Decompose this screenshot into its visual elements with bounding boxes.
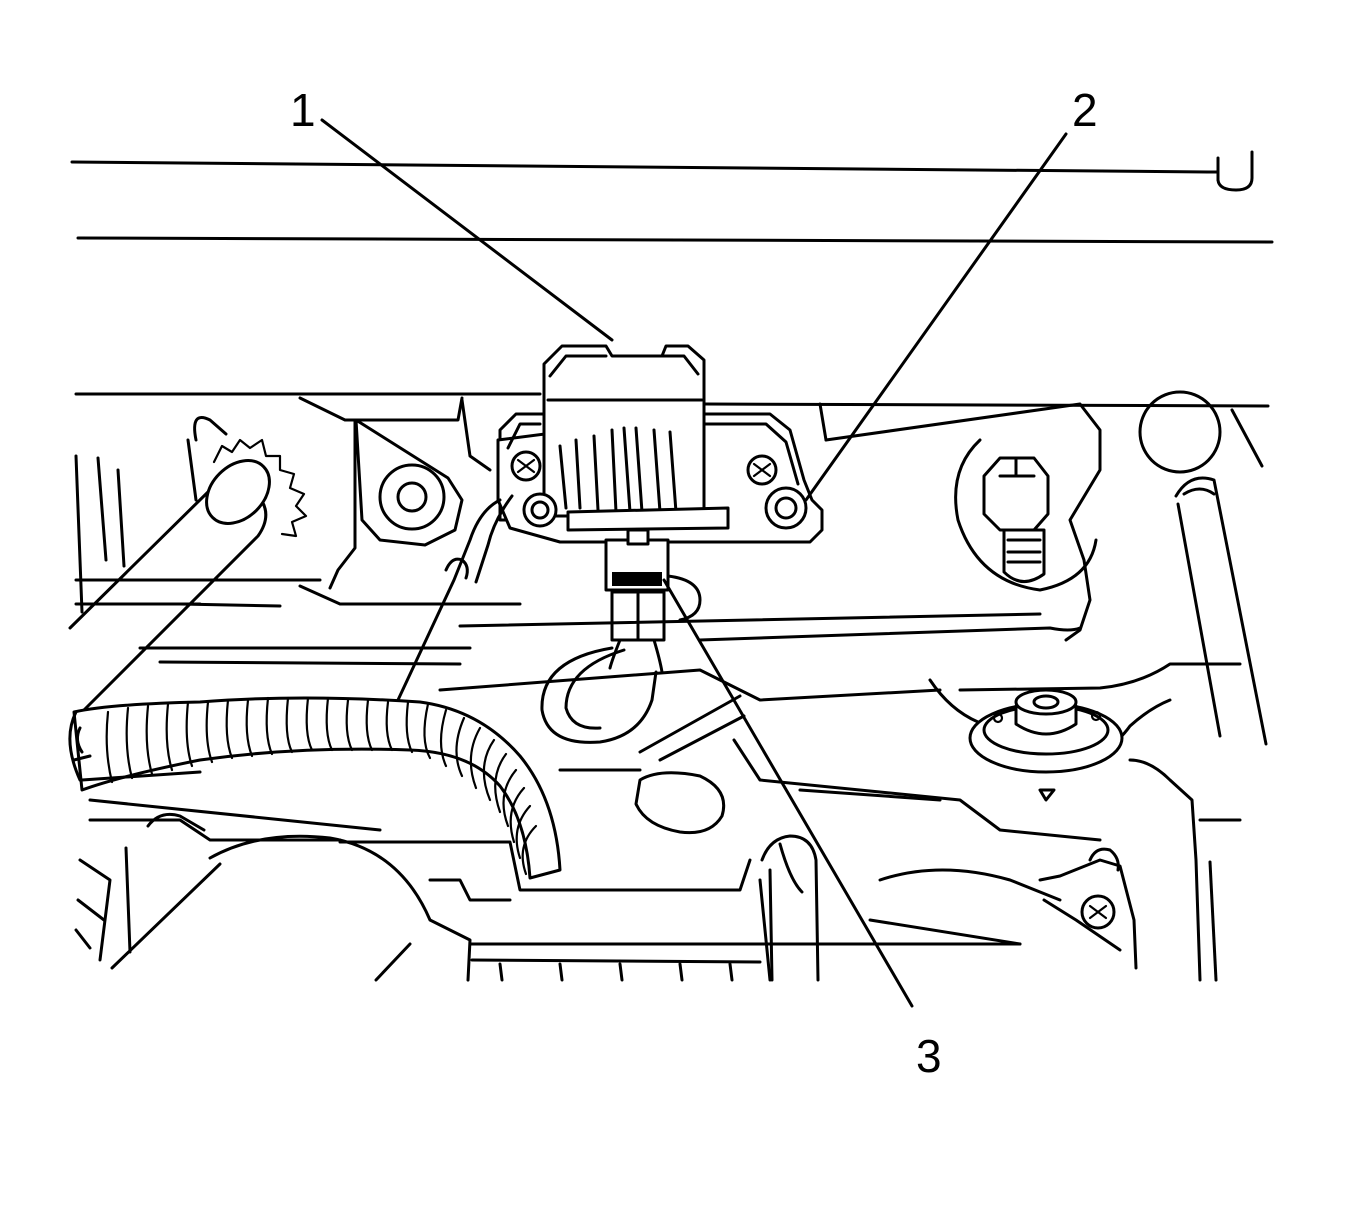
- left-pipe: [68, 416, 308, 722]
- callout-3-label: 3: [916, 1030, 942, 1082]
- leader-line-2: [804, 132, 1068, 502]
- lower-post: [758, 834, 820, 982]
- connector: [604, 528, 670, 674]
- right-stud-assembly: [824, 390, 1264, 642]
- callout-1-label: 1: [290, 84, 316, 136]
- sensor-module: [496, 344, 824, 544]
- left-slats: [74, 454, 522, 666]
- right-pipe: [1174, 476, 1268, 746]
- lower-housing: [74, 738, 1242, 982]
- corrugated-conduit: [68, 696, 562, 880]
- right-boss: [928, 678, 1172, 802]
- leader-line-1: [320, 118, 614, 342]
- harness-frame: [438, 612, 1242, 762]
- leader-line-3: [662, 578, 914, 1008]
- upper-beam: [70, 150, 1274, 472]
- callout-2-label: 2: [1072, 84, 1098, 136]
- left-bracket: [328, 418, 464, 590]
- leader-lines: [320, 118, 1068, 1008]
- lower-right-bracket: [868, 847, 1138, 970]
- wires: [396, 494, 702, 744]
